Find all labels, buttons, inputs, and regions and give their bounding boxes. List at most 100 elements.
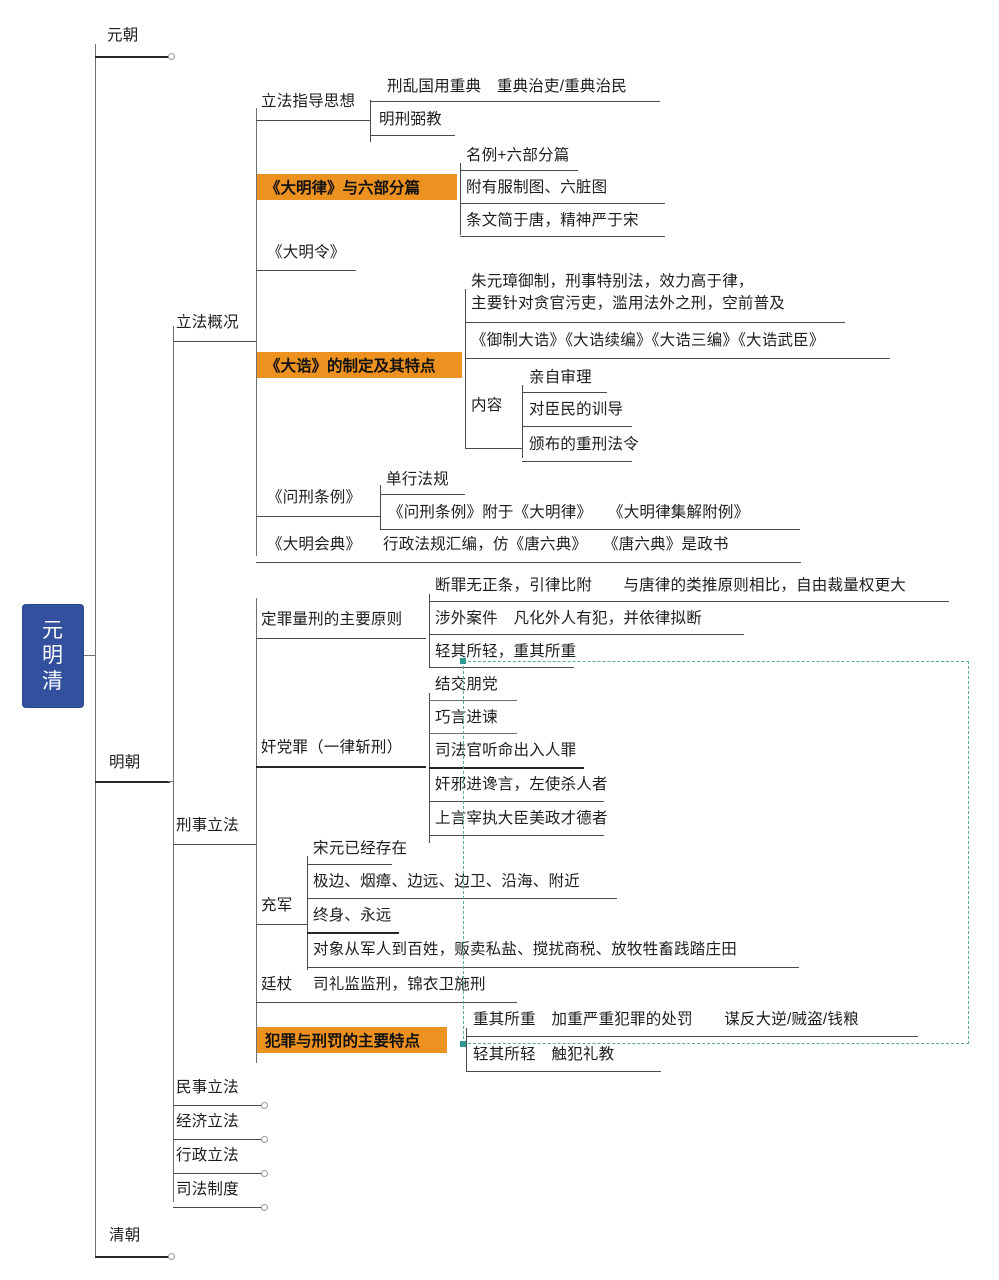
daminglv-item-2[interactable]: 条文简于唐，精神严于宋 — [466, 212, 639, 229]
daminglv-item-0-underline — [460, 170, 578, 172]
crime-punishment-item-0[interactable]: 重其所重 加重严重犯罪的处罚 谋反大逆/贼盗/钱粮 — [473, 1011, 859, 1028]
chongjun-item-1[interactable]: 极边、烟瘴、边远、边卫、沿海、附近 — [313, 873, 580, 890]
damingbuidian-item-0[interactable]: 行政法规汇编，仿《唐六典》 《唐六典》是政书 — [383, 536, 729, 553]
jiandangzui-item-4-underline — [429, 835, 604, 837]
node-civil-legislation-label[interactable]: 民事立法 — [176, 1079, 239, 1096]
root-node[interactable]: 元 明 清 — [22, 604, 84, 708]
wenxingtiaoli-item-0-underline — [380, 494, 465, 496]
root-connector — [84, 655, 96, 656]
chongjun-underline — [256, 924, 308, 926]
dagao-content-label[interactable]: 内容 — [471, 397, 503, 414]
wenxingtiaoli-item-1[interactable]: 《问刑条例》附于《大明律》 《大明律集解附例》 — [388, 504, 750, 521]
dagao-item-2[interactable]: 《御制大诰》《大诰续编》《大诰三编》《大诰武臣》 — [471, 332, 825, 349]
jiandangzui-item-3[interactable]: 奸邪进谗言，左使杀人者 — [435, 776, 608, 793]
dagao-content-item-2[interactable]: 颁布的重刑法令 — [529, 436, 639, 453]
jiandangzui-item-4[interactable]: 上言宰执大臣美政才德者 — [435, 810, 608, 827]
root-char-3: 清 — [42, 669, 64, 693]
node-chongjun-label[interactable]: 充军 — [261, 897, 293, 914]
node-administrative-legislation-label[interactable]: 行政立法 — [176, 1147, 239, 1164]
yuan-endpoint-dot[interactable] — [168, 53, 175, 60]
guiding-thought-item-1-underline — [370, 135, 455, 137]
jiandangzui-underline — [256, 766, 426, 768]
jiandangzui-item-1[interactable]: 巧言进谏 — [435, 709, 498, 726]
node-tingzhang-label[interactable]: 廷杖 — [261, 976, 293, 993]
node-yuan-dynasty-label[interactable]: 元朝 — [107, 27, 139, 44]
root-char-2: 明 — [42, 644, 64, 668]
guiding-thought-item-1[interactable]: 明刑弼教 — [379, 111, 442, 128]
dagao-content-item-1[interactable]: 对臣民的训导 — [529, 401, 624, 418]
selection-handle-top-left[interactable] — [460, 658, 466, 664]
node-criminal-legislation-label[interactable]: 刑事立法 — [176, 817, 239, 834]
chongjun-item-1-underline — [307, 898, 617, 900]
damingbuidian-underline — [256, 562, 801, 564]
selection-handle-bottom-left[interactable] — [460, 1041, 466, 1047]
legislation-overview-underline — [173, 341, 256, 343]
node-daminglv-highlight[interactable]: 《大明律》与六部分篇 — [257, 174, 457, 200]
ming-sub-spine — [173, 326, 174, 1202]
node-ming-dynasty-label[interactable]: 明朝 — [109, 754, 141, 771]
node-legislation-overview-label[interactable]: 立法概况 — [176, 314, 239, 331]
administrative-legislation-dot[interactable] — [261, 1170, 268, 1177]
qing-underline — [95, 1256, 170, 1258]
chongjun-item-3-underline — [307, 967, 799, 969]
sentencing-principles-item-0-underline — [429, 601, 949, 603]
judicial-system-dot[interactable] — [261, 1204, 268, 1211]
node-jiandangzui-label[interactable]: 奸党罪（一律斩刑） — [261, 739, 403, 756]
chongjun-item-2[interactable]: 终身、永远 — [313, 907, 392, 924]
wenxingtiaoli-item-0[interactable]: 单行法规 — [386, 471, 449, 488]
guiding-thought-item-0[interactable]: 刑乱国用重典 重典治吏/重典治民 — [387, 78, 628, 95]
dagao-content-underline — [465, 448, 523, 450]
economic-legislation-underline — [173, 1139, 263, 1141]
node-damingbuidian-label[interactable]: 《大明会典》 — [267, 536, 362, 553]
jiandangzui-item-2[interactable]: 司法官听命出入人罪 — [435, 742, 577, 759]
dagao-content-item-0-underline — [522, 392, 607, 394]
dagao-child-spine — [465, 289, 467, 449]
chongjun-item-0[interactable]: 宋元已经存在 — [313, 840, 408, 857]
qing-endpoint-dot[interactable] — [168, 1253, 175, 1260]
chongjun-item-2-underline — [307, 932, 399, 934]
daminglv-item-1-underline — [460, 203, 665, 205]
sentencing-principles-item-0[interactable]: 断罪无正条，引律比附 与唐律的类推原则相比，自由裁量权更大 — [435, 577, 907, 594]
node-damingling-label[interactable]: 《大明令》 — [267, 244, 346, 261]
node-guiding-thought-label[interactable]: 立法指导思想 — [261, 93, 356, 110]
tingzhang-underline — [256, 1002, 517, 1004]
jiandangzui-item-3-underline — [429, 801, 604, 803]
economic-legislation-dot[interactable] — [261, 1136, 268, 1143]
sentencing-principles-item-1[interactable]: 涉外案件 凡化外人有犯，并依律拟断 — [435, 610, 702, 627]
dagao-item-0[interactable]: 朱元璋御制，刑事特别法，效力高于律， — [471, 273, 754, 290]
dagao-content-item-0[interactable]: 亲自审理 — [529, 369, 592, 386]
dagao-content-item-2-underline — [522, 461, 632, 463]
jiandangzui-item-2-underline — [429, 767, 584, 769]
sentencing-principles-child-spine — [429, 594, 431, 667]
node-dagao-highlight[interactable]: 《大诰》的制定及其特点 — [257, 352, 462, 378]
yuan-underline — [95, 56, 170, 58]
dagao-item-01-underline — [465, 322, 845, 324]
node-economic-legislation-label[interactable]: 经济立法 — [176, 1113, 239, 1130]
chongjun-item-3[interactable]: 对象从军人到百姓，贩卖私盐、搅扰商税、放牧牲畜践踏庄田 — [313, 941, 737, 958]
node-qing-dynasty-label[interactable]: 清朝 — [109, 1227, 141, 1244]
selection-rectangle[interactable] — [463, 661, 969, 1044]
civil-legislation-dot[interactable] — [261, 1102, 268, 1109]
node-wenxingtiaoli-label[interactable]: 《问刑条例》 — [267, 489, 362, 506]
guiding-thought-underline — [256, 120, 371, 122]
main-spine — [95, 44, 96, 1256]
daminglv-item-2-underline — [460, 236, 665, 238]
tingzhang-item-0[interactable]: 司礼监监刑，锦衣卫施刑 — [313, 976, 486, 993]
daminglv-item-0[interactable]: 名例+六部分篇 — [466, 147, 570, 164]
wenxingtiaoli-underline — [256, 516, 381, 518]
dagao-content-item-1-underline — [522, 426, 632, 428]
crime-punishment-item-1[interactable]: 轻其所轻 触犯礼教 — [473, 1046, 615, 1063]
jiandangzui-item-0[interactable]: 结交朋党 — [435, 676, 498, 693]
guiding-thought-item-0-underline — [370, 101, 660, 103]
sentencing-principles-item-2[interactable]: 轻其所轻，重其所重 — [435, 643, 577, 660]
sentencing-principles-item-1-underline — [429, 634, 744, 636]
legislation-overview-spine — [256, 108, 257, 556]
daminglv-item-1[interactable]: 附有服制图、六脏图 — [466, 179, 608, 196]
administrative-legislation-underline — [173, 1173, 263, 1175]
dagao-item-1[interactable]: 主要针对贪官污吏，滥用法外之刑，空前普及 — [471, 295, 786, 312]
node-sentencing-principles-label[interactable]: 定罪量刑的主要原则 — [261, 611, 403, 628]
node-judicial-system-label[interactable]: 司法制度 — [176, 1181, 239, 1198]
node-crime-punishment-features-highlight[interactable]: 犯罪与刑罚的主要特点 — [257, 1027, 447, 1053]
wenxingtiaoli-item-1-underline — [380, 529, 800, 531]
